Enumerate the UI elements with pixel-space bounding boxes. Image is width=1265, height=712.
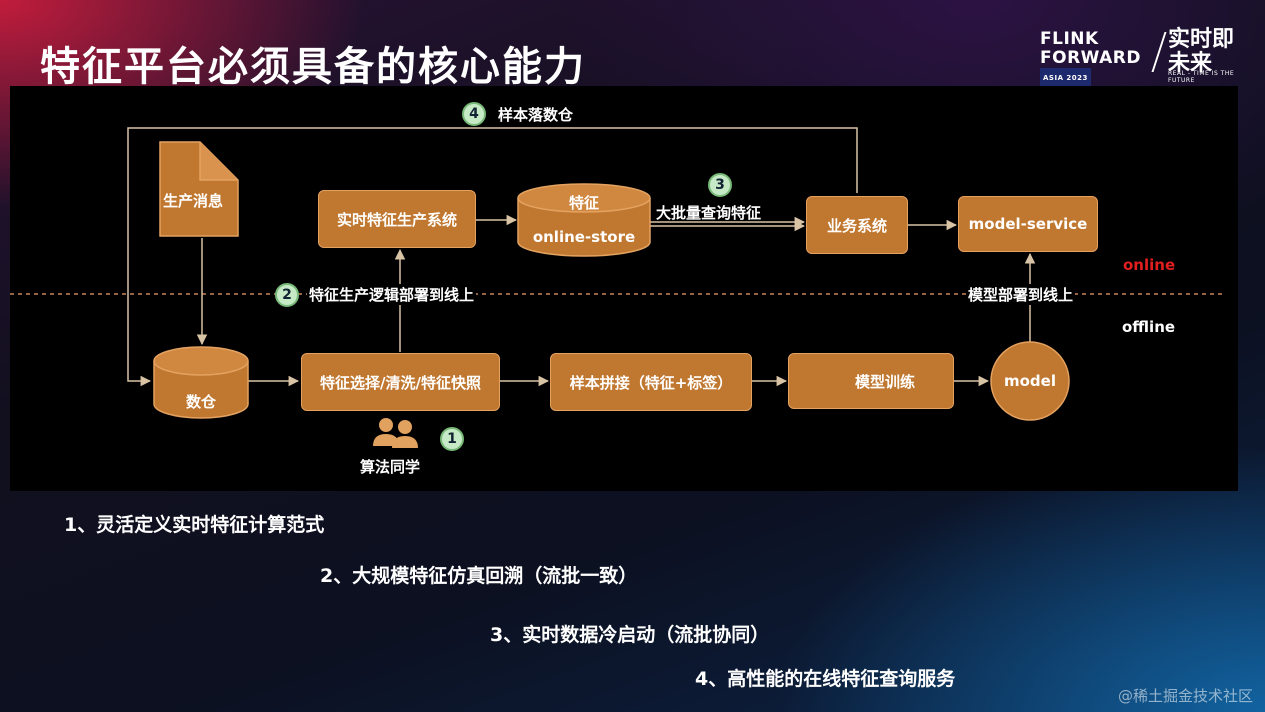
node-splice: 样本拼接（特征+标签） (550, 353, 752, 411)
node-warehouse: 数仓 (185, 393, 216, 411)
node-select: 特征选择/清洗/特征快照 (301, 353, 500, 411)
node-training-box: 模型训练 (788, 353, 954, 409)
logo-badge: ASIA 2023 (1040, 68, 1091, 89)
page-title: 特征平台必须具备的核心能力 (40, 44, 586, 90)
node-store-top: 特征 (568, 194, 599, 212)
online-store-cylinder (517, 183, 651, 257)
model-circle (990, 341, 1070, 421)
node-rt-system: 实时特征生产系统 (318, 190, 476, 248)
point-1: 1、灵活定义实时特征计算范式 (64, 514, 325, 536)
online-label: online (1123, 256, 1176, 274)
node-model-service: model-service (958, 196, 1098, 252)
point-2: 2、大规模特征仿真回溯（流批一致） (320, 565, 638, 587)
step4-number: 4 (462, 102, 486, 126)
logo-cn: 实时即未来 (1168, 27, 1235, 76)
node-training: 模型训练 (854, 372, 915, 391)
offline-label: offline (1122, 318, 1176, 336)
logo-tagline: REAL - TIME IS THE FUTURE (1168, 70, 1235, 84)
node-biz: 业务系统 (806, 196, 908, 254)
people-icon (373, 418, 418, 448)
logo-line1: FLINK (1040, 29, 1099, 49)
step2-label: 特征生产逻辑部署到线上 (307, 284, 477, 305)
arrow-step4 (127, 127, 858, 387)
logo-line2: FORWARD (1040, 48, 1142, 68)
node-model: model (1004, 372, 1056, 390)
document-shape (159, 141, 239, 237)
node-store-bottom: online-store (532, 228, 636, 246)
step1-number: 1 (440, 427, 464, 451)
step3-number: 3 (708, 173, 732, 197)
step4-label: 样本落数仓 (498, 106, 574, 124)
warehouse-cylinder (153, 346, 249, 419)
deploy-label: 模型部署到线上 (966, 284, 1076, 305)
step3-label: 大批量查询特征 (656, 204, 762, 222)
watermark: @稀土掘金技术社区 (1117, 687, 1253, 705)
document-fold (199, 142, 238, 181)
step2-number: 2 (275, 283, 299, 307)
step1-label: 算法同学 (360, 458, 421, 476)
point-3: 3、实时数据冷启动（流批协同） (490, 624, 770, 646)
point-4: 4、高性能的在线特征查询服务 (695, 668, 956, 690)
node-produce-msg: 生产消息 (163, 192, 224, 210)
flink-forward-logo: FLINK FORWARD ASIA 2023 实时即未来 REAL - TIM… (1040, 24, 1245, 89)
